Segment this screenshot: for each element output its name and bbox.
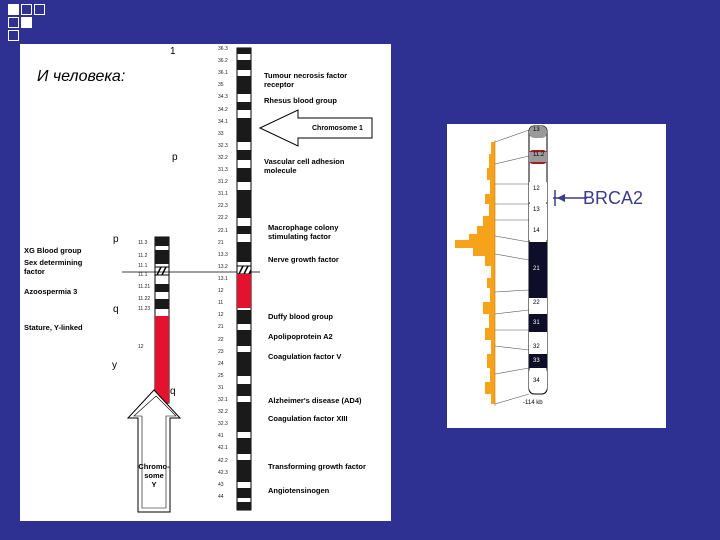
band-label: 21	[533, 266, 540, 272]
chromosome-13-scale-label: -114 kb	[523, 400, 543, 406]
chromosome-13-ideogram	[447, 124, 666, 428]
gene-label: Azoospermia 3	[24, 287, 77, 296]
band-label: 11.1	[138, 272, 147, 278]
band-label: 36.3	[218, 46, 228, 52]
gene-label: Sex determining factor	[24, 258, 104, 276]
band-label: 11.22	[138, 296, 150, 302]
band-label: 11	[218, 300, 223, 306]
band-label: 33	[218, 131, 224, 137]
band-label: 22	[533, 300, 540, 306]
gene-label: Angiotensinogen	[268, 486, 329, 495]
gene-label: Alzheimer's disease (AD4)	[268, 396, 362, 405]
band-label: 22.2	[218, 215, 228, 221]
chromosome-1-arrow-label: Chromosome 1	[312, 124, 363, 133]
band-label: 22.1	[218, 228, 228, 234]
band-label: 34.3	[218, 94, 228, 100]
band-label: 43	[218, 482, 224, 488]
band-label: 33	[533, 358, 540, 364]
brca2-gene-label: BRCA2	[583, 188, 643, 209]
gene-label: Coagulation factor V	[268, 352, 341, 361]
band-label: 21	[218, 324, 224, 330]
band-label: 31.2	[218, 179, 228, 185]
gene-label: Stature, Y-linked	[24, 323, 83, 332]
band-label: 11.23	[138, 306, 150, 312]
band-label: 11.21	[138, 284, 150, 290]
band-label: 32.3	[218, 143, 228, 149]
band-label: 13.2	[218, 264, 228, 270]
gene-label: Tumour necrosis factor receptor	[264, 71, 374, 89]
orange-profile	[455, 142, 495, 404]
chromosome-y-arrow-label: Chromo- some Y	[132, 462, 176, 489]
band-label: 32.3	[218, 421, 228, 427]
band-label: 13	[533, 127, 540, 133]
band-label: 31	[218, 385, 224, 391]
band-label: 34.1	[218, 119, 228, 125]
gene-label: Macrophage colony stimulating factor	[268, 223, 378, 241]
chromosome-1-q-arm-label: q	[170, 386, 176, 397]
band-label: 25	[218, 373, 224, 379]
band-label: 42.1	[218, 445, 228, 451]
band-label: 44	[218, 494, 224, 500]
gene-label: Apolipoprotein A2	[268, 332, 333, 341]
chromosome-figure-panel: И человека:	[20, 44, 391, 521]
band-label: 22	[218, 337, 224, 343]
chromosome-y-label: y	[112, 360, 117, 371]
band-label: 36.2	[218, 58, 228, 64]
band-label: 36.1	[218, 70, 228, 76]
chromosome-1-number: 1	[170, 46, 176, 57]
band-label: 32.1	[218, 397, 228, 403]
band-label: 31.1	[218, 191, 228, 197]
band-label: 35	[218, 82, 224, 88]
gene-label: Coagulation factor XIII	[268, 414, 348, 423]
band-label: 32	[533, 344, 540, 350]
gene-label: Vascular cell adhesion molecule	[264, 157, 364, 175]
band-label: 24	[218, 361, 224, 367]
band-label: 22.3	[218, 203, 228, 209]
band-label: 23	[218, 349, 224, 355]
band-label: 12	[218, 312, 224, 318]
band-label: 13.3	[218, 252, 228, 258]
band-label: 21	[218, 240, 224, 246]
band-label: 11.2	[138, 253, 147, 259]
gene-label: XG Blood group	[24, 246, 82, 255]
band-label: 41	[218, 433, 224, 439]
band-label: 34.2	[218, 107, 228, 113]
band-label: 12	[218, 288, 224, 294]
gene-label: Nerve growth factor	[268, 255, 339, 264]
chromosome-1-p-arm-label: p	[172, 152, 178, 163]
band-label: 31.3	[218, 167, 228, 173]
band-label: 13	[533, 207, 540, 213]
band-label: 42.2	[218, 458, 228, 464]
band-label: 12	[533, 186, 540, 192]
chromosome-1-ideogram	[20, 44, 391, 521]
brca2-figure-panel: 13 11.2 12 13 14 21 22 31 32 33 34 BRCA2 -114 kb	[447, 124, 666, 428]
band-label: 11.2	[533, 152, 544, 158]
band-label: 12	[138, 344, 144, 350]
band-label: 31	[533, 320, 540, 326]
gene-label: Rhesus blood group	[264, 96, 337, 105]
band-label: 32.2	[218, 409, 228, 415]
chromosome-y-q-arm-label: q	[113, 304, 119, 315]
band-label: 42.3	[218, 470, 228, 476]
band-label: 11.3	[138, 240, 147, 246]
gene-label: Duffy blood group	[268, 312, 333, 321]
band-label: 13.1	[218, 276, 228, 282]
band-label: 11.1	[138, 263, 147, 269]
chromosome-y-p-arm-label: p	[113, 234, 119, 245]
band-label: 32.2	[218, 155, 228, 161]
gene-label: Transforming growth factor	[268, 462, 366, 471]
band-label: 34	[533, 378, 540, 384]
band-label: 14	[533, 228, 540, 234]
